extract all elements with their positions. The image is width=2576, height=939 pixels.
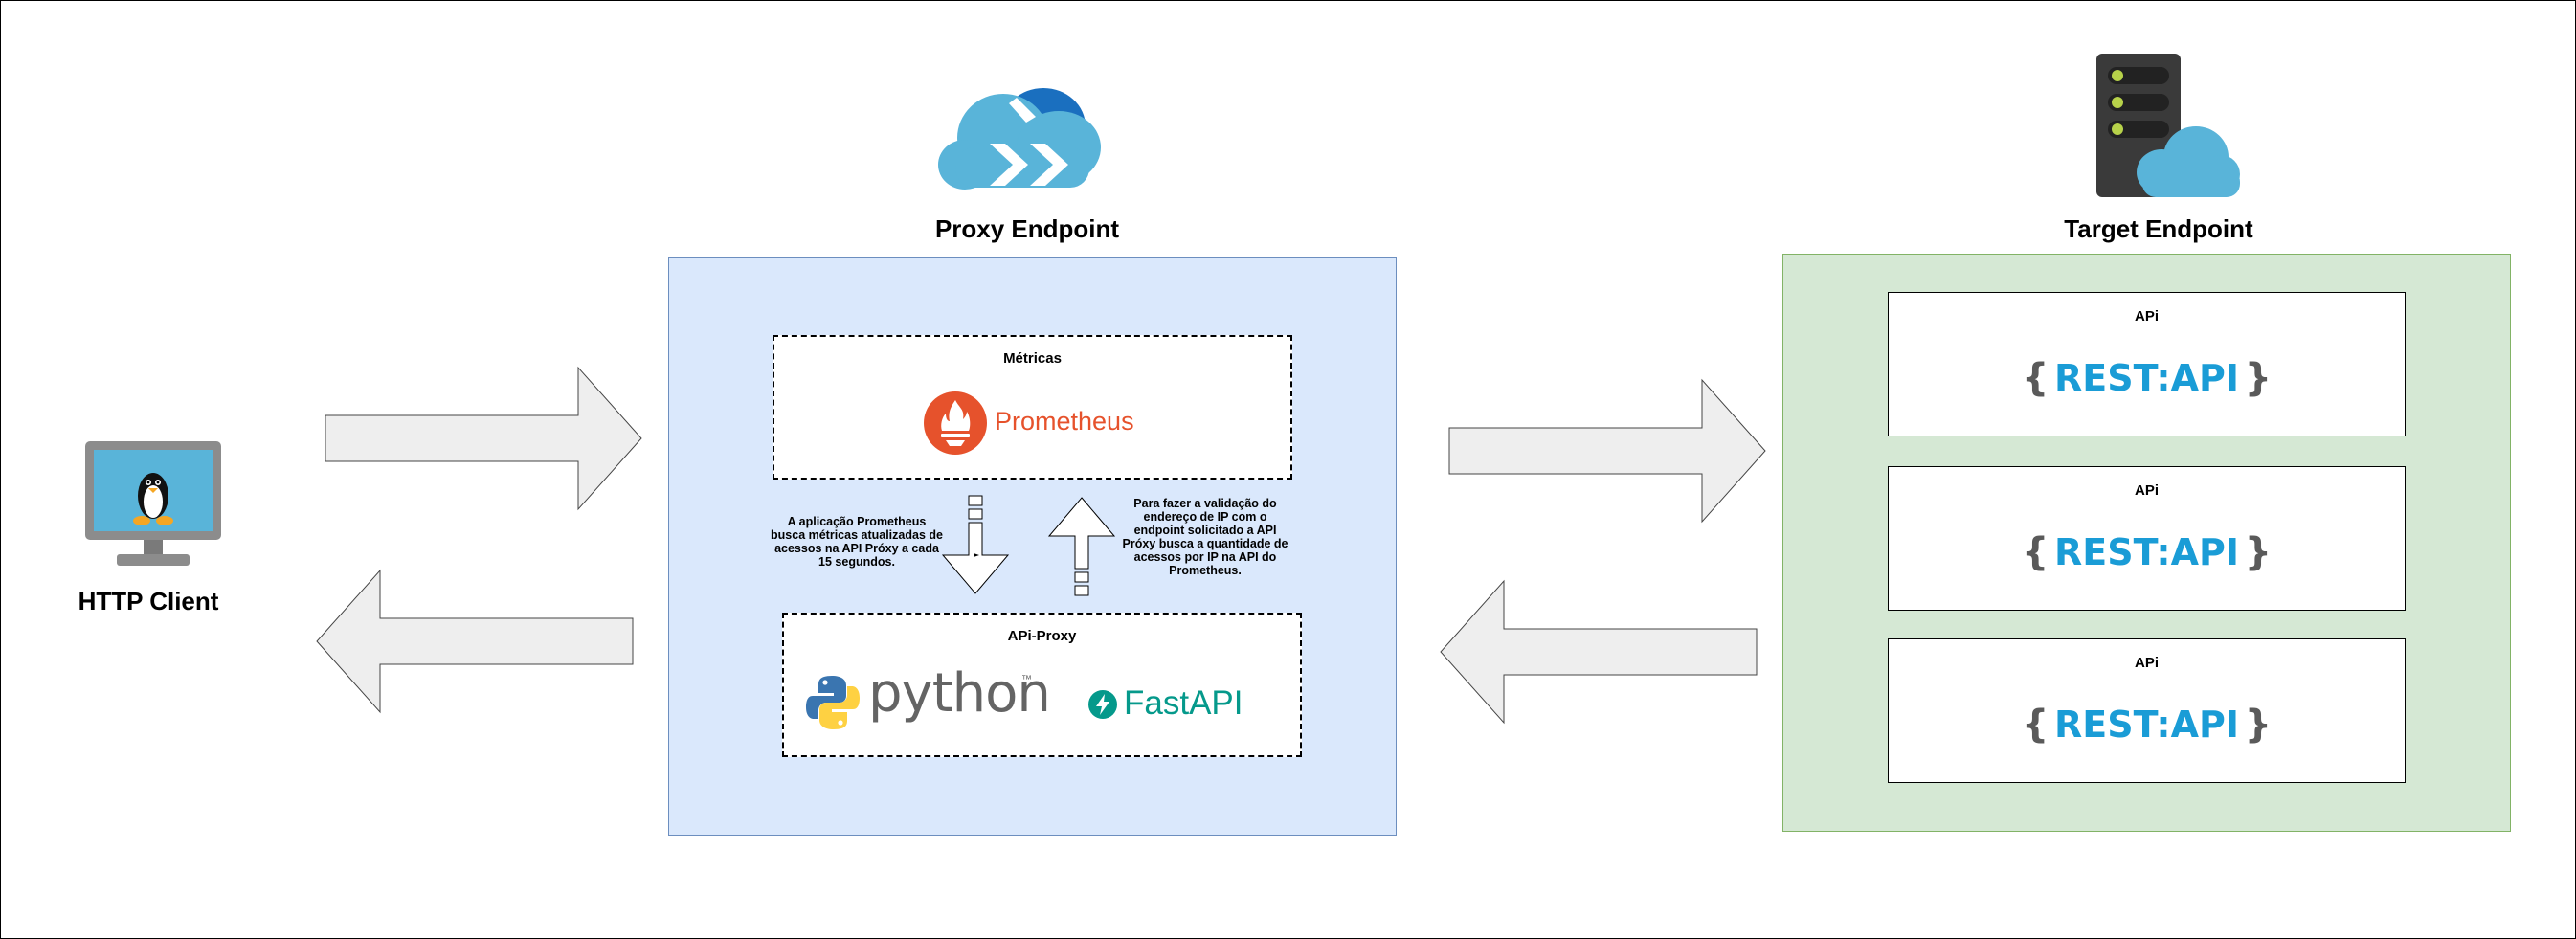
- azure-cloud-icon: [938, 88, 1101, 190]
- note-right-line: Próxy busca a quantidade de: [1122, 537, 1288, 550]
- api-box-1: APi { REST:API }: [1888, 292, 2406, 436]
- metrics-box-title: Métricas: [1003, 350, 1062, 367]
- note-right-line: endpoint solicitado a API: [1133, 524, 1277, 537]
- fastapi-logo-text: FastAPI: [1124, 684, 1243, 722]
- query-arrow-up: [1047, 497, 1116, 596]
- response-arrow-left: [316, 569, 634, 714]
- note-right-line: Para fazer a validação do: [1133, 497, 1277, 510]
- note-left-line: acessos na API Próxy a cada: [774, 542, 939, 555]
- note-left-line: A aplicação Prometheus: [787, 515, 927, 528]
- api-box-title: APi: [2134, 655, 2159, 671]
- note-left-line: busca métricas atualizadas de: [771, 528, 943, 542]
- rest-api-logo: { REST:API }: [1889, 356, 2405, 400]
- target-endpoint-title: Target Endpoint: [2064, 214, 2253, 243]
- rest-api-logo: { REST:API }: [1889, 703, 2405, 747]
- rest-api-logo: { REST:API }: [1889, 530, 2405, 574]
- linux-computer-icon: [85, 441, 221, 566]
- rest-api-close-brace: }: [2244, 356, 2273, 400]
- rest-api-open-brace: {: [2021, 356, 2050, 400]
- server-cloud-icon: [2096, 54, 2240, 197]
- api-proxy-box: APi-Proxy python ™ FastAPI: [782, 613, 1302, 757]
- python-logo-icon: [806, 676, 860, 729]
- rest-api-open-brace: {: [2021, 703, 2050, 747]
- api-box-title: APi: [2134, 482, 2159, 499]
- http-client-label: HTTP Client: [78, 587, 219, 615]
- rest-api-close-brace: }: [2244, 530, 2273, 574]
- rest-api-logo-text: REST:API: [2053, 531, 2240, 573]
- note-prometheus-scrape: A aplicação Prometheus busca métricas at…: [766, 515, 948, 569]
- proxy-endpoint-title: Proxy Endpoint: [934, 214, 1120, 243]
- api-proxy-box-title: APi-Proxy: [1007, 628, 1077, 644]
- note-ip-validation: Para fazer a validação do endereço de IP…: [1116, 497, 1294, 577]
- rest-api-logo-text: REST:API: [2053, 704, 2240, 746]
- api-box-3: APi { REST:API }: [1888, 638, 2406, 783]
- rest-api-close-brace: }: [2244, 703, 2273, 747]
- api-box-title: APi: [2134, 308, 2159, 324]
- prometheus-logo-icon: [924, 391, 987, 455]
- note-left-line: 15 segundos.: [818, 555, 895, 569]
- api-box-2: APi { REST:API }: [1888, 466, 2406, 611]
- fastapi-logo-icon: [1088, 690, 1117, 719]
- note-right-line: acessos por IP na API do: [1133, 550, 1277, 564]
- rest-api-logo-text: REST:API: [2053, 357, 2240, 399]
- rest-api-open-brace: {: [2021, 530, 2050, 574]
- note-right-line: Prometheus.: [1169, 564, 1242, 577]
- request-arrow-right: [325, 366, 642, 511]
- backward-arrow-left: [1440, 579, 1758, 725]
- python-trademark: ™: [1021, 674, 1032, 685]
- note-right-line: endereço de IP com o: [1143, 510, 1267, 524]
- scrape-arrow-down: [941, 495, 1010, 594]
- forward-arrow-right: [1448, 378, 1766, 524]
- python-logo-text: python: [868, 662, 1051, 725]
- prometheus-logo-text: Prometheus: [995, 407, 1134, 436]
- metrics-box: Métricas Prometheus: [773, 335, 1292, 480]
